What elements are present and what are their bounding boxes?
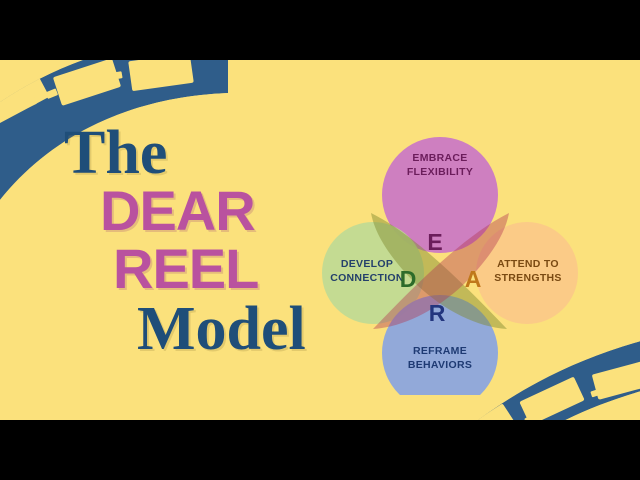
venn-circle-attend-to-strengths bbox=[476, 222, 578, 324]
venn-label-develop-connection: DEVELOP CONNECTION bbox=[330, 258, 404, 284]
acronym-letter-a: A bbox=[465, 266, 482, 292]
venn-circle-develop-connection bbox=[322, 222, 424, 324]
venn-label-attend-to-strengths: ATTEND TO STRENGTHS bbox=[494, 258, 561, 284]
label-attend-line2: STRENGTHS bbox=[494, 272, 561, 284]
title-line-reel: REEL bbox=[113, 237, 259, 300]
acronym-letter-r: R bbox=[429, 300, 446, 326]
title-line-model: Model bbox=[137, 295, 306, 363]
label-reframe-line2: BEHAVIORS bbox=[408, 359, 472, 371]
label-reframe-line1: REFRAME bbox=[413, 345, 467, 357]
label-develop-line2: CONNECTION bbox=[330, 272, 404, 284]
letterbox-bar-top bbox=[0, 0, 640, 60]
letterbox-bar-bottom bbox=[0, 420, 640, 480]
dear-venn-diagram: EMBRACE FLEXIBILITY DEVELOP CONNECTION A… bbox=[295, 95, 595, 395]
venn-petal-group bbox=[371, 213, 509, 329]
label-develop-line1: DEVELOP bbox=[341, 258, 393, 270]
venn-circle-embrace-flexibility bbox=[382, 137, 498, 253]
title-line-the: The bbox=[64, 119, 168, 187]
venn-label-embrace-flexibility: EMBRACE FLEXIBILITY bbox=[407, 152, 473, 178]
acronym-letter-d: D bbox=[400, 266, 417, 292]
label-attend-line1: ATTEND TO bbox=[497, 258, 559, 270]
slide-canvas: The DEAR REEL Model bbox=[0, 60, 640, 420]
venn-petal-nw-se bbox=[371, 213, 507, 329]
label-embrace-line2: FLEXIBILITY bbox=[407, 166, 473, 178]
label-embrace-line1: EMBRACE bbox=[412, 152, 467, 164]
venn-petal-ne-sw bbox=[373, 213, 509, 329]
title-line-dear: DEAR bbox=[100, 179, 256, 242]
acronym-letter-e: E bbox=[427, 229, 442, 255]
